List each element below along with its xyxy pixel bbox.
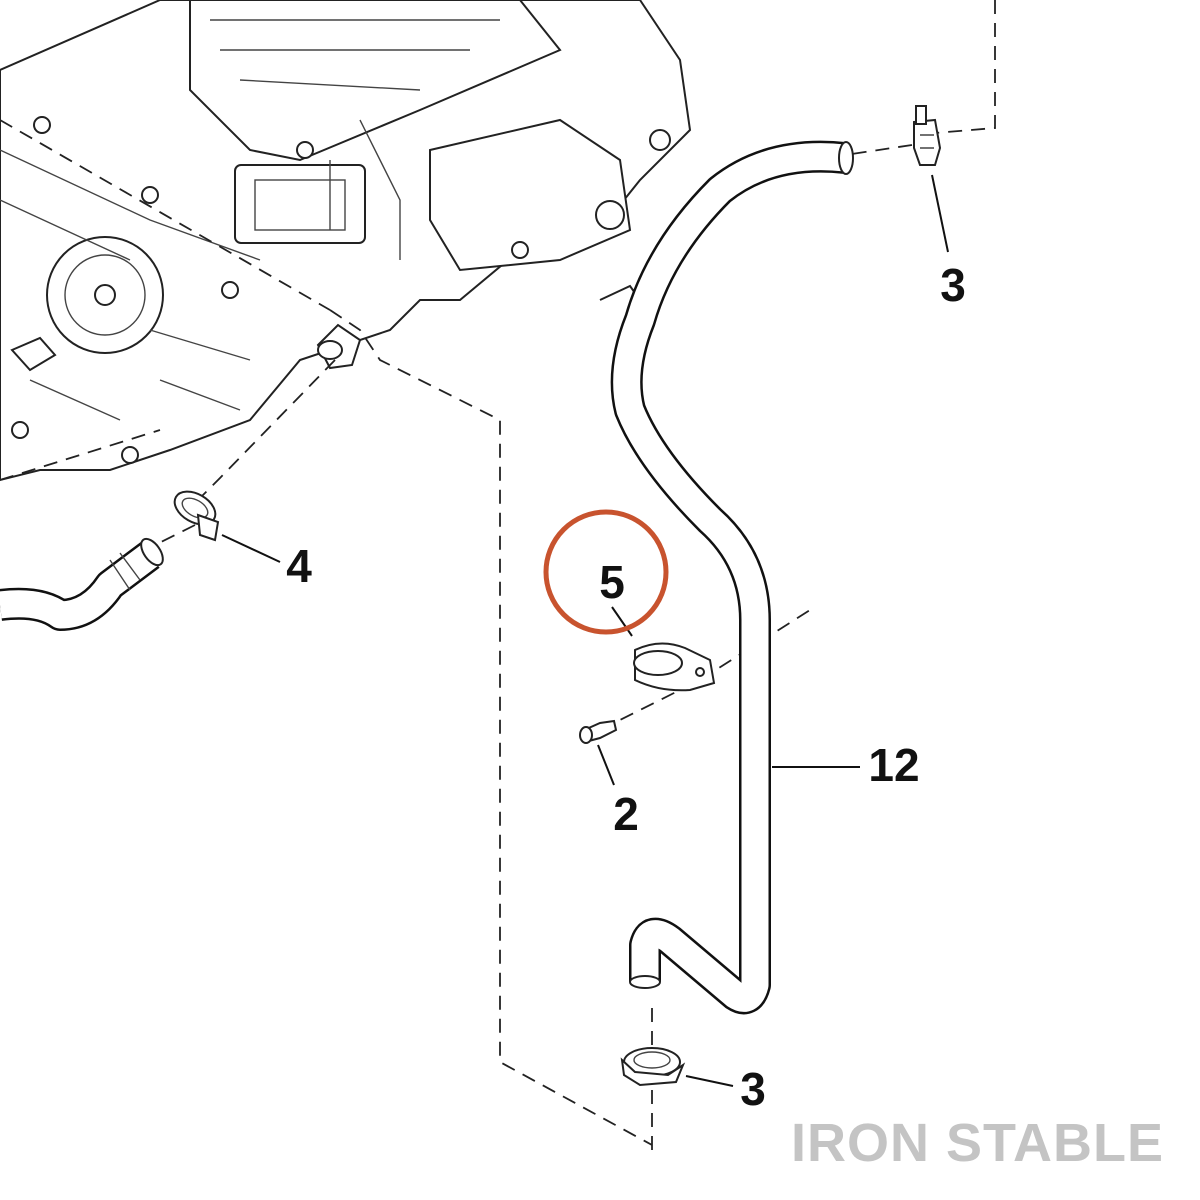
bracket-clamp (633, 642, 716, 692)
hose-clamp-left (173, 490, 220, 542)
hose-clamp-bottom (620, 1047, 686, 1087)
callout-5-bracket-clamp: 5 (599, 556, 625, 608)
left-hose (0, 537, 164, 631)
callout-3-clamp-bottom: 3 (740, 1063, 766, 1115)
leader-lines (221, 174, 949, 1087)
engine-assembly (0, 0, 692, 482)
brand-watermark: IRON STABLE (791, 1113, 1164, 1173)
hose-12 (610, 140, 854, 1015)
callout-12-hose: 12 (868, 739, 919, 791)
assembly-guide-lines (0, 0, 996, 1150)
highlight-circle (543, 509, 669, 635)
bolt (579, 719, 618, 744)
callout-4-clamp: 4 (286, 540, 312, 592)
callout-2-bolt: 2 (613, 788, 639, 840)
spring-clip-top (913, 105, 942, 166)
callout-3-clip: 3 (940, 259, 966, 311)
